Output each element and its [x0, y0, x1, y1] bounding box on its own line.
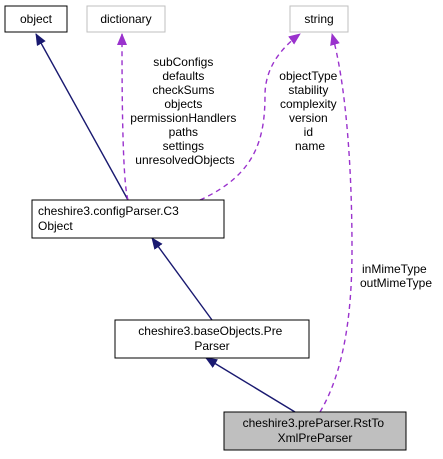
inheritance-edge-preparser-to-rsttoxml	[205, 357, 296, 413]
edge-label-mime-members: inMimeType outMimeType	[360, 262, 432, 290]
member-label: permissionHandlers	[130, 111, 236, 125]
node-label: cheshire3.preParser.RstTo XmlPreParser	[243, 416, 388, 445]
node-object[interactable]: object	[4, 5, 68, 33]
member-label: name	[295, 139, 325, 153]
member-label: objectType	[279, 69, 337, 83]
node-c3object[interactable]: cheshire3.configParser.C3 Object	[31, 199, 225, 239]
member-label: version	[289, 111, 328, 125]
edges	[35, 33, 353, 413]
node-label: dictionary	[100, 12, 151, 26]
node-label: cheshire3.configParser.C3 Object	[38, 204, 182, 233]
member-label: complexity	[280, 97, 337, 111]
member-label: unresolvedObjects	[135, 153, 234, 167]
member-label: checkSums	[152, 83, 214, 97]
member-label: id	[304, 125, 313, 139]
edge-label-string-members: objectType stability complexity version …	[279, 69, 340, 153]
node-label: string	[304, 12, 333, 26]
node-dictionary[interactable]: dictionary	[86, 5, 166, 33]
usage-edge-string-to-c3object	[199, 33, 301, 201]
member-label: defaults	[162, 69, 204, 83]
node-label: object	[20, 12, 53, 26]
member-label: settings	[163, 139, 204, 153]
edge-labels: subConfigs defaults checkSums objects pe…	[130, 55, 432, 290]
member-label: paths	[169, 125, 198, 139]
member-label: subConfigs	[153, 55, 213, 69]
inheritance-edge-c3object-to-preparser	[151, 237, 213, 321]
member-label: objects	[164, 97, 202, 111]
node-preparser[interactable]: cheshire3.baseObjects.Pre Parser	[114, 319, 310, 359]
inheritance-edge-object-to-c3object	[35, 33, 129, 201]
usage-edge-string-to-rsttoxml	[319, 33, 353, 413]
usage-edge-dictionary-to-c3object	[117, 33, 129, 201]
member-label: stability	[288, 83, 328, 97]
node-string[interactable]: string	[289, 5, 349, 33]
node-label: cheshire3.baseObjects.Pre Parser	[138, 324, 285, 353]
node-rsttoxml[interactable]: cheshire3.preParser.RstTo XmlPreParser	[223, 411, 407, 451]
edge-label-dictionary-members: subConfigs defaults checkSums objects pe…	[130, 55, 239, 167]
member-label: outMimeType	[360, 276, 432, 290]
member-label: inMimeType	[362, 262, 427, 276]
